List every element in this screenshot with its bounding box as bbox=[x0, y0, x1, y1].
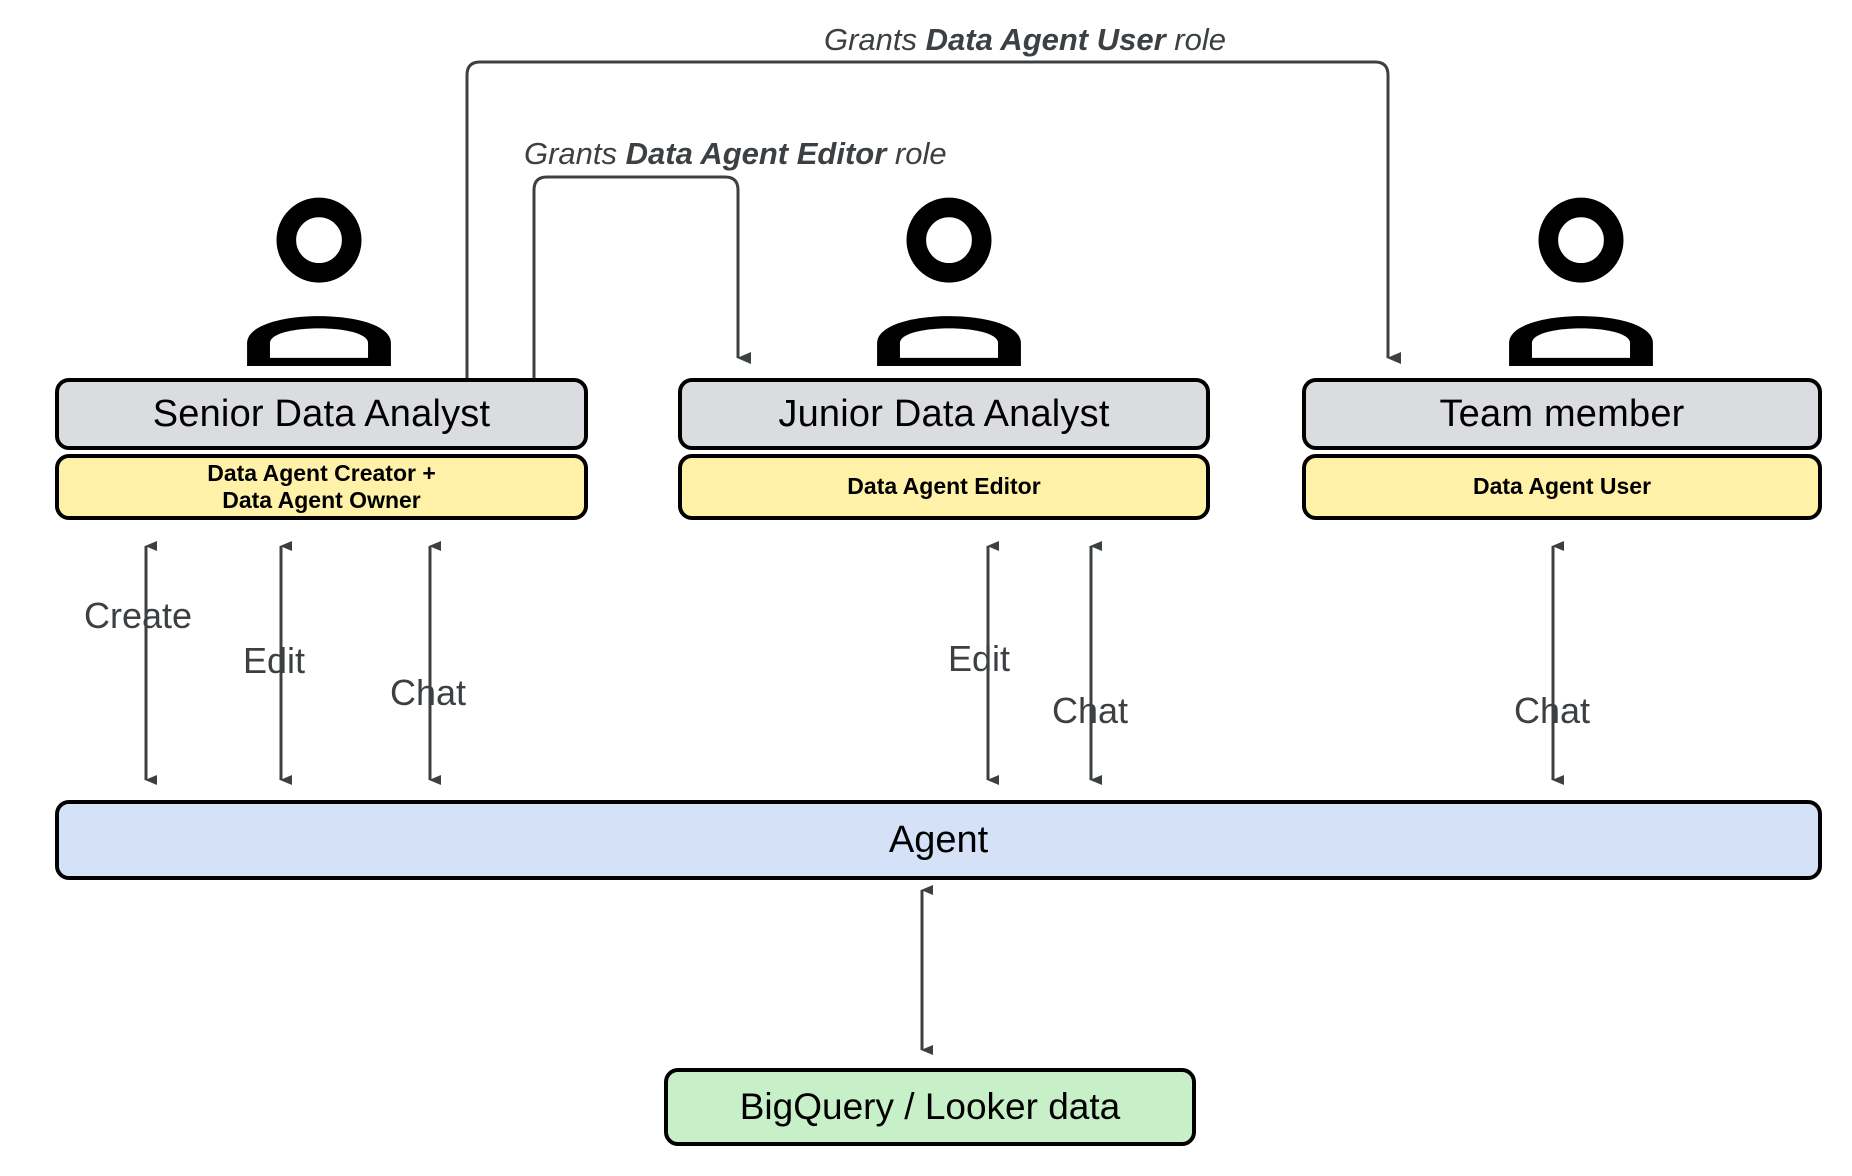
grant-label-data-agent-user: Grants Data Agent User role bbox=[824, 22, 1226, 58]
edge-label-chat-team-member: Chat bbox=[1514, 690, 1591, 731]
persona-title-team-member: Team member bbox=[1439, 392, 1685, 435]
data-source-node[interactable]: BigQuery / Looker data bbox=[664, 1068, 1196, 1146]
grant-editor-suffix: role bbox=[886, 136, 947, 171]
edge-label-edit-junior: Edit bbox=[948, 638, 1011, 679]
person-icon-junior bbox=[877, 197, 1021, 366]
persona-title-junior: Junior Data Analyst bbox=[778, 392, 1110, 435]
persona-header-senior-data-analyst[interactable]: Senior Data Analyst bbox=[55, 378, 588, 450]
agent-node[interactable]: Agent bbox=[55, 800, 1822, 880]
person-icon-team-member bbox=[1509, 197, 1653, 366]
connector-grants-data-agent-editor bbox=[532, 175, 751, 378]
persona-role-junior-line1: Data Agent Editor bbox=[847, 473, 1041, 500]
grant-user-suffix: role bbox=[1165, 22, 1226, 57]
data-source-label: BigQuery / Looker data bbox=[739, 1086, 1121, 1127]
persona-header-team-member[interactable]: Team member bbox=[1302, 378, 1822, 450]
grant-user-role: Data Agent User bbox=[925, 22, 1166, 57]
edge-label-edit-senior: Edit bbox=[243, 640, 306, 681]
persona-role-team-member[interactable]: Data Agent User bbox=[1302, 454, 1822, 520]
grant-user-prefix: Grants bbox=[824, 22, 926, 57]
persona-role-senior-line2: Data Agent Owner bbox=[222, 487, 421, 513]
grant-editor-prefix: Grants bbox=[524, 136, 626, 171]
edge-label-create: Create bbox=[84, 595, 193, 636]
persona-title-senior: Senior Data Analyst bbox=[152, 392, 491, 435]
edge-label-chat-senior: Chat bbox=[390, 672, 467, 713]
persona-role-senior-data-analyst[interactable]: Data Agent Creator + Data Agent Owner bbox=[55, 454, 588, 520]
persona-header-junior-data-analyst[interactable]: Junior Data Analyst bbox=[678, 378, 1210, 450]
persona-role-senior-line1: Data Agent Creator + bbox=[207, 459, 436, 486]
grant-editor-role: Data Agent Editor bbox=[625, 136, 887, 171]
edge-label-chat-junior: Chat bbox=[1052, 690, 1129, 731]
persona-role-junior-data-analyst[interactable]: Data Agent Editor bbox=[678, 454, 1210, 520]
agent-label: Agent bbox=[888, 818, 989, 861]
person-icon-senior bbox=[247, 197, 391, 366]
connector-grants-data-agent-user bbox=[465, 60, 1401, 378]
grant-label-data-agent-editor: Grants Data Agent Editor role bbox=[524, 136, 947, 172]
persona-role-team-member-line1: Data Agent User bbox=[1472, 473, 1652, 500]
